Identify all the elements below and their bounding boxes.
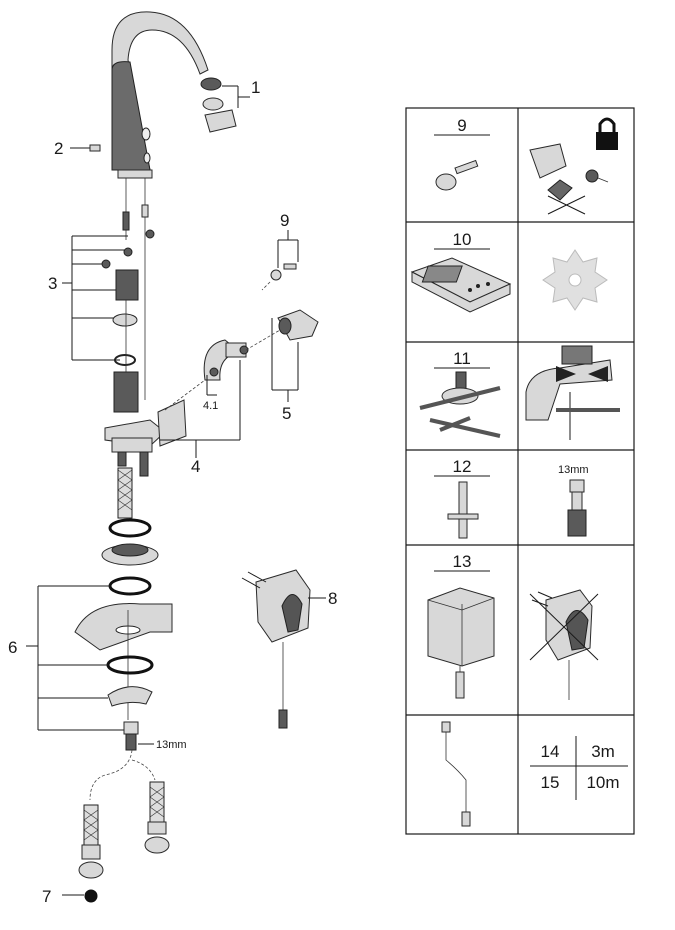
callout-5: 5: [282, 404, 291, 423]
aerator-parts: [200, 77, 250, 133]
callout-6: 6: [8, 638, 17, 657]
hose-size-label: 13mm: [156, 739, 187, 751]
table-row-10: 10: [410, 230, 608, 313]
callout-1: 1: [251, 78, 260, 97]
sensor-elbow: [203, 339, 249, 396]
table-row-9: 9: [434, 116, 618, 215]
row-11-number: 11: [453, 349, 471, 368]
cable-row2-length: 10m: [586, 773, 619, 792]
mounting-block: [104, 371, 166, 477]
side-screw: [70, 144, 101, 152]
table-row-cables: 14 3m 15 10m: [441, 721, 628, 827]
cable-row1-length: 3m: [591, 742, 615, 761]
row-9-number: 9: [457, 116, 466, 135]
gear-icon: [542, 249, 608, 311]
bracket-4: [160, 360, 241, 458]
callout-4-1: 4.1: [203, 400, 218, 412]
lock-icon: [596, 117, 618, 150]
callout-2: 2: [54, 139, 63, 158]
table-row-11: 11: [419, 345, 620, 440]
cable-row1-number: 14: [541, 742, 560, 761]
callout-9: 9: [280, 211, 289, 230]
table-row-12: 12 13mm: [434, 457, 589, 539]
bracket-3: [62, 235, 128, 361]
valve-part-5: [271, 309, 319, 402]
cable-row2-number: 15: [541, 773, 560, 792]
callout-8: 8: [328, 589, 337, 608]
callout-3: 3: [48, 274, 57, 293]
power-adapter: [241, 569, 326, 729]
parts-table: 9 10: [405, 107, 635, 835]
spout-body: [111, 11, 209, 179]
row-12-number: 12: [453, 457, 472, 476]
table-row-13: 13: [427, 552, 599, 700]
row-10-number: 10: [453, 230, 472, 249]
callout-4: 4: [191, 457, 200, 476]
screw-part-9: [261, 230, 299, 291]
faucet-exploded-view: 1 2 3: [8, 11, 337, 906]
row-12-size: 13mm: [558, 464, 589, 476]
bracket-6: [26, 585, 128, 731]
row-13-number: 13: [453, 552, 472, 571]
callout-7: 7: [42, 887, 51, 906]
